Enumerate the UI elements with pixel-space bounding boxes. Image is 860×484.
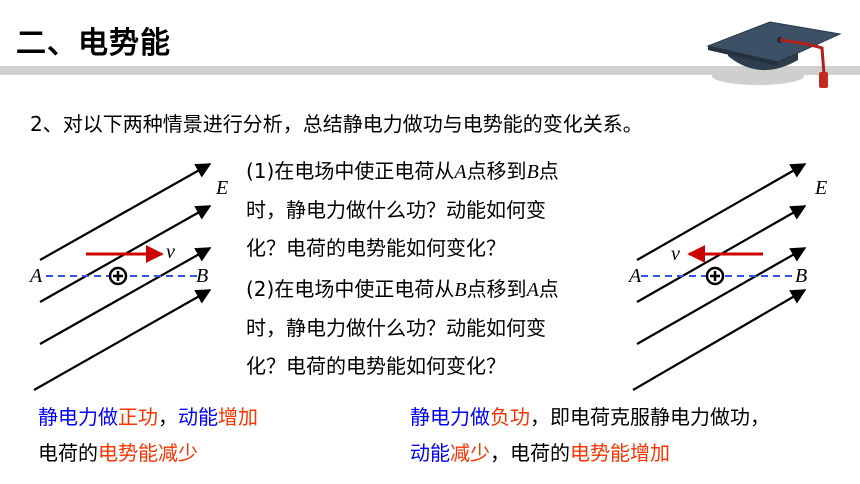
q1-point-a: A <box>454 161 467 183</box>
q2-text-2: 点移到 <box>466 277 527 301</box>
field-line <box>636 163 807 261</box>
q2-line-2: 时，静电力做什么功？动能如何变 <box>246 316 546 340</box>
graduation-cap-icon <box>706 21 842 88</box>
label-b: B <box>196 265 208 287</box>
field-diagram-right: E v A B <box>627 163 827 391</box>
label-v: v <box>671 243 680 265</box>
field-line <box>632 289 807 391</box>
q2-point-b: B <box>454 279 467 301</box>
ans-l-1c: ， <box>158 405 178 429</box>
intro-text: 2、对以下两种情景进行分析，总结静电力做功与电势能的变化关系。 <box>30 112 643 136</box>
ans-r-2e: 增加 <box>630 441 670 465</box>
ans-r-2c: ，电荷的 <box>490 441 570 465</box>
field-line <box>636 247 807 345</box>
ans-l-1a: 静电力做 <box>38 405 118 429</box>
q1-text-3: 点 <box>538 159 559 183</box>
ans-r-2a: 动能 <box>410 441 450 465</box>
label-a: A <box>627 265 642 287</box>
q1-line-3: 化？电荷的电势能如何变化？ <box>246 236 506 260</box>
q1-point-b: B <box>526 161 539 183</box>
ans-r-1a: 静电力做 <box>410 405 490 429</box>
label-e: E <box>814 177 827 199</box>
ans-r-2d: 电势能 <box>570 441 630 465</box>
ans-l-1b: 正功 <box>118 405 158 429</box>
question-2: (2)在电场中使正电荷从B点移到A点 时，静电力做什么功？动能如何变 化？电荷的… <box>246 270 606 385</box>
label-a: A <box>28 265 43 287</box>
q2-text-1: 在电场中使正电荷从 <box>274 277 455 301</box>
question-1: (1)在电场中使正电荷从A点移到B点 时，静电力做什么功？动能如何变 化？电荷的… <box>246 152 606 267</box>
ans-r-2b: 减少 <box>450 441 490 465</box>
ans-r-1b: 负功 <box>490 405 530 429</box>
q1-text-2: 点移到 <box>466 159 527 183</box>
field-line <box>33 289 212 391</box>
q2-number: (2) <box>246 277 275 301</box>
ans-r-1c: ，即电荷克服静电力做功， <box>530 405 770 429</box>
q2-text-3: 点 <box>538 277 559 301</box>
field-diagram-left: E v A B <box>28 163 228 391</box>
answer-left: 静电力做正功，动能增加 电荷的电势能减少 <box>38 399 258 471</box>
q1-line-2: 时，静电力做什么功？动能如何变 <box>246 198 546 222</box>
ans-l-2a: 电荷的 <box>38 441 98 465</box>
q1-text-1: 在电场中使正电荷从 <box>274 159 455 183</box>
q1-number: (1) <box>246 159 275 183</box>
field-line <box>39 247 212 345</box>
page-title: 二、电势能 <box>16 26 171 61</box>
q2-line-3: 化？电荷的电势能如何变化？ <box>246 354 506 378</box>
ans-l-1d: 动能 <box>178 405 218 429</box>
field-line <box>39 163 212 261</box>
label-v: v <box>166 241 175 263</box>
ans-l-1e: 增加 <box>218 405 258 429</box>
label-e: E <box>215 177 228 199</box>
title-underline-bar <box>0 66 860 75</box>
answer-right: 静电力做负功，即电荷克服静电力做功， 动能减少，电荷的电势能增加 <box>410 399 770 471</box>
q2-point-a: A <box>526 279 539 301</box>
ans-l-2b: 电势能 <box>98 441 158 465</box>
label-b: B <box>795 265 807 287</box>
ans-l-2c: 减少 <box>158 441 198 465</box>
